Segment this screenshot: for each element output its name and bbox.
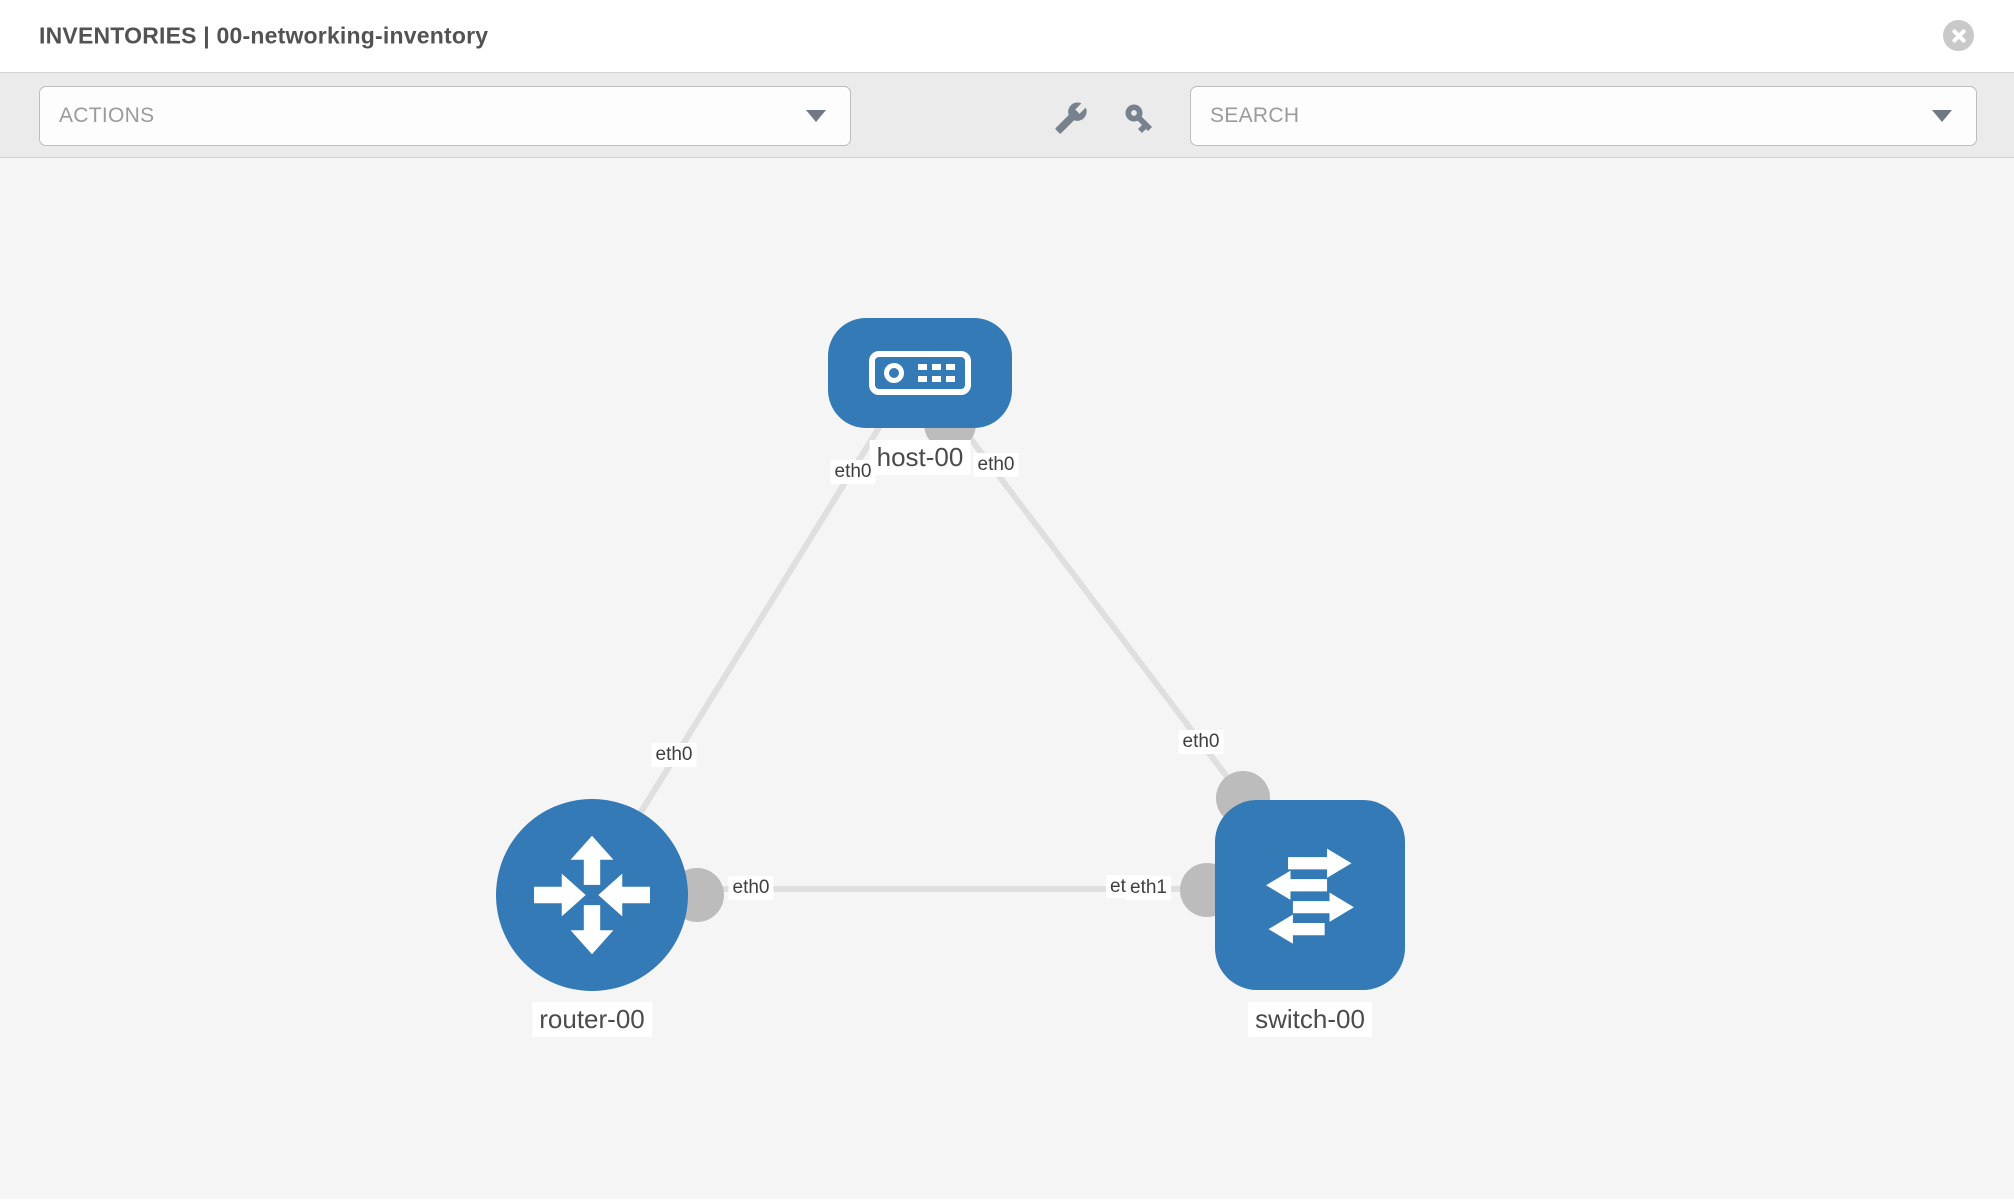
actions-dropdown-label: ACTIONS bbox=[59, 104, 155, 127]
iface-label-switch-eth0: eth0 bbox=[1178, 730, 1224, 754]
node-label-host: host-00 bbox=[869, 440, 971, 475]
chevron-down-icon bbox=[806, 110, 826, 122]
node-host-00[interactable] bbox=[828, 318, 1012, 428]
search-placeholder: SEARCH bbox=[1210, 104, 1300, 127]
iface-label-switch-eth1: eth1 bbox=[1126, 876, 1171, 900]
router-icon bbox=[534, 835, 650, 955]
close-button[interactable] bbox=[1943, 20, 1974, 51]
node-router-00[interactable] bbox=[496, 799, 688, 991]
iface-label-switch-eth1-overlap: eth0 eth1 bbox=[1106, 875, 1171, 900]
key-icon bbox=[1125, 104, 1153, 134]
iface-label-router-eth0-up: eth0 bbox=[651, 743, 697, 767]
tools-button[interactable] bbox=[1052, 99, 1090, 137]
key-button[interactable] bbox=[1120, 99, 1158, 137]
toolbar: ACTIONS SEARCH bbox=[0, 72, 2014, 158]
page-title: INVENTORIES | 00-networking-inventory bbox=[39, 22, 489, 49]
iface-label-router-eth0: eth0 bbox=[728, 876, 774, 900]
switch-icon bbox=[1266, 848, 1354, 944]
actions-dropdown[interactable]: ACTIONS bbox=[39, 86, 851, 146]
host-icon bbox=[869, 351, 971, 395]
chevron-down-icon bbox=[1932, 110, 1952, 122]
node-label-switch: switch-00 bbox=[1248, 1002, 1372, 1037]
iface-label-host-eth0-left: eth0 bbox=[830, 460, 876, 484]
node-switch-00[interactable] bbox=[1215, 800, 1405, 990]
node-label-router: router-00 bbox=[532, 1002, 652, 1037]
wrench-icon bbox=[1055, 102, 1087, 134]
window-header: INVENTORIES | 00-networking-inventory bbox=[0, 0, 2014, 72]
search-dropdown[interactable]: SEARCH bbox=[1190, 86, 1977, 146]
topology-canvas[interactable]: host-00 router-00 switch-00 eth0 eth0 et… bbox=[0, 158, 2014, 1199]
iface-label-host-eth0-right: eth0 bbox=[973, 453, 1019, 477]
links-layer bbox=[633, 424, 1246, 892]
